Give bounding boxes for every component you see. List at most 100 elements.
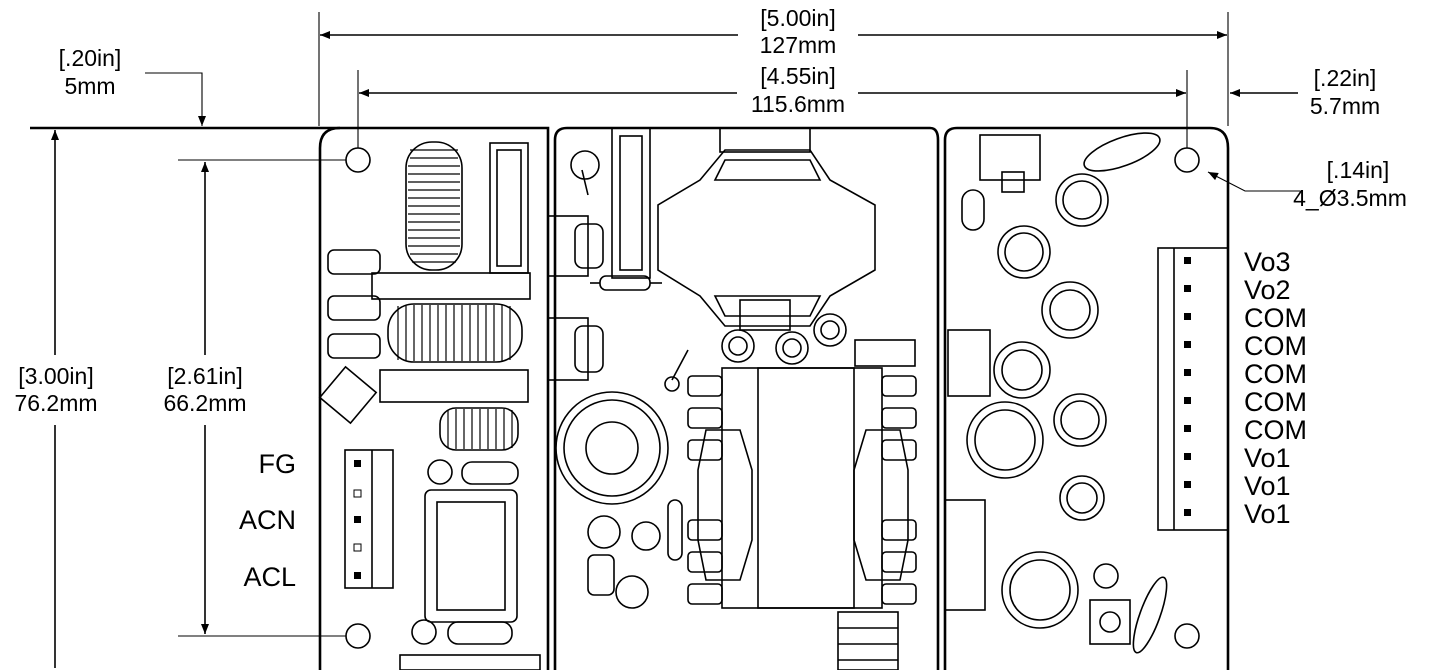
output-capacitor-1 bbox=[1055, 173, 1109, 227]
top-offset-in: [.20in] bbox=[59, 45, 122, 71]
capacitor-m4 bbox=[813, 313, 847, 347]
oval-component bbox=[1083, 132, 1161, 172]
heatsink-fins-left bbox=[687, 375, 723, 605]
output-capacitor-4-inner bbox=[1001, 349, 1043, 391]
connector-m1 bbox=[547, 215, 589, 277]
output-pin-label-7: COM bbox=[1244, 415, 1307, 445]
fuse bbox=[461, 461, 519, 485]
resistor-1 bbox=[327, 249, 381, 275]
input-connector bbox=[344, 449, 394, 589]
connector-m1-cap bbox=[574, 223, 604, 269]
output-pin-label-5: COM bbox=[1244, 359, 1307, 389]
hole-spacing-y-in: [2.61in] bbox=[167, 363, 242, 389]
regulator bbox=[854, 339, 916, 367]
capacitor-m8 bbox=[615, 575, 649, 609]
right-offset-mm: 5.7mm bbox=[1310, 93, 1380, 119]
bar-component-2 bbox=[379, 369, 529, 403]
hole-diameter-in: [.14in] bbox=[1327, 157, 1390, 183]
capacitor-m2 bbox=[721, 329, 755, 363]
output-capacitor-2 bbox=[997, 225, 1051, 279]
output-capacitor-8 bbox=[1001, 551, 1079, 629]
voltage-trim-pot-knob bbox=[1099, 611, 1121, 633]
connector-r1 bbox=[947, 329, 991, 397]
dimension-labels: [5.00in] 127mm [4.55in] 115.6mm [.20in] … bbox=[14, 5, 1406, 416]
heatsink-edge-left bbox=[399, 654, 541, 670]
overall-height-in: [3.00in] bbox=[18, 363, 93, 389]
small-part-r1 bbox=[961, 189, 985, 231]
board bbox=[318, 126, 1230, 670]
capacitor-small-m1 bbox=[570, 150, 600, 180]
hole-spacing-x-in: [4.55in] bbox=[760, 63, 835, 89]
middle-section-components bbox=[547, 127, 917, 670]
output-pin-label-9: Vo1 bbox=[1244, 471, 1291, 501]
bottom-header bbox=[837, 611, 899, 670]
bulk-capacitor bbox=[555, 391, 669, 505]
dimension-lines bbox=[30, 12, 1300, 668]
input-pin-marker-3 bbox=[354, 516, 361, 523]
input-pin-label-fg: FG bbox=[259, 449, 297, 479]
top-offset-leader bbox=[145, 72, 206, 126]
main-transformer-top bbox=[713, 159, 822, 181]
side-component bbox=[944, 499, 986, 611]
mounting-hole-top-left bbox=[345, 147, 371, 173]
voltage-trim-pot bbox=[1089, 599, 1131, 645]
output-section-components bbox=[944, 132, 1229, 654]
output-capacitor-7-inner bbox=[1066, 482, 1098, 514]
power-transformer-core bbox=[757, 367, 855, 609]
oval-component-2 bbox=[1132, 576, 1168, 654]
trimmer-top-knob bbox=[1001, 171, 1025, 193]
input-pin-marker-4 bbox=[353, 543, 362, 552]
hole-spacing-y-mm: 66.2mm bbox=[163, 390, 246, 416]
led bbox=[1093, 563, 1119, 589]
capacitor-m3-inner bbox=[782, 338, 802, 358]
bar-component bbox=[371, 272, 531, 300]
output-capacitor-6-inner bbox=[974, 409, 1036, 471]
connector-m3 bbox=[587, 554, 615, 596]
resistor-m1 bbox=[667, 499, 683, 561]
output-pin-label-1: Vo3 bbox=[1244, 247, 1291, 277]
top-offset-mm: 5mm bbox=[64, 73, 115, 99]
input-pin-marker-2 bbox=[353, 489, 362, 498]
output-pin-label-4: COM bbox=[1244, 331, 1307, 361]
resistor-3 bbox=[327, 333, 381, 359]
input-section-components bbox=[318, 141, 541, 670]
relay-box bbox=[424, 489, 518, 623]
output-capacitor-6 bbox=[966, 401, 1044, 479]
output-capacitor-4 bbox=[993, 341, 1051, 399]
output-connector bbox=[1157, 247, 1229, 531]
heatsink-fins-right bbox=[881, 375, 917, 605]
transformer-bobbin-bottom bbox=[739, 299, 791, 331]
mounting-hole-top-right bbox=[1174, 147, 1200, 173]
capacitor-box-m bbox=[611, 127, 651, 279]
input-pin-label-acn: ACN bbox=[239, 505, 296, 535]
board-outline-right bbox=[943, 126, 1230, 670]
small-capacitor-2 bbox=[411, 619, 437, 645]
output-capacitor-2-inner bbox=[1004, 232, 1044, 272]
hole-spacing-x-mm: 115.6mm bbox=[751, 91, 845, 117]
bulk-capacitor-center bbox=[585, 421, 639, 475]
relay-inner bbox=[436, 501, 506, 611]
connector-m2 bbox=[547, 317, 589, 381]
overall-height-mm: 76.2mm bbox=[14, 390, 97, 416]
capacitor-m2-inner bbox=[728, 336, 748, 356]
overall-width-mm: 127mm bbox=[760, 32, 837, 58]
board-outline-left bbox=[318, 126, 550, 670]
main-transformer-bottom bbox=[713, 295, 822, 317]
input-pin-marker-5 bbox=[354, 572, 361, 579]
trimmer-top bbox=[979, 134, 1041, 181]
right-offset-in: [.22in] bbox=[1314, 65, 1377, 91]
diode-bridge bbox=[318, 365, 378, 425]
mounting-hole-bottom-right bbox=[1174, 623, 1200, 649]
transformer-winding-right bbox=[853, 429, 909, 581]
output-capacitor-5-inner bbox=[1060, 400, 1100, 440]
small-capacitor-1 bbox=[427, 459, 453, 485]
input-pin-labels: FG ACN ACL bbox=[239, 449, 296, 592]
lead-m1 bbox=[581, 169, 589, 196]
capacitor-box-1 bbox=[489, 142, 529, 274]
output-pin-label-8: Vo1 bbox=[1244, 443, 1291, 473]
output-capacitor-3 bbox=[1041, 281, 1099, 339]
capacitor-m3 bbox=[775, 331, 809, 365]
output-capacitor-1-inner bbox=[1062, 180, 1102, 220]
output-capacitor-5 bbox=[1053, 393, 1107, 447]
